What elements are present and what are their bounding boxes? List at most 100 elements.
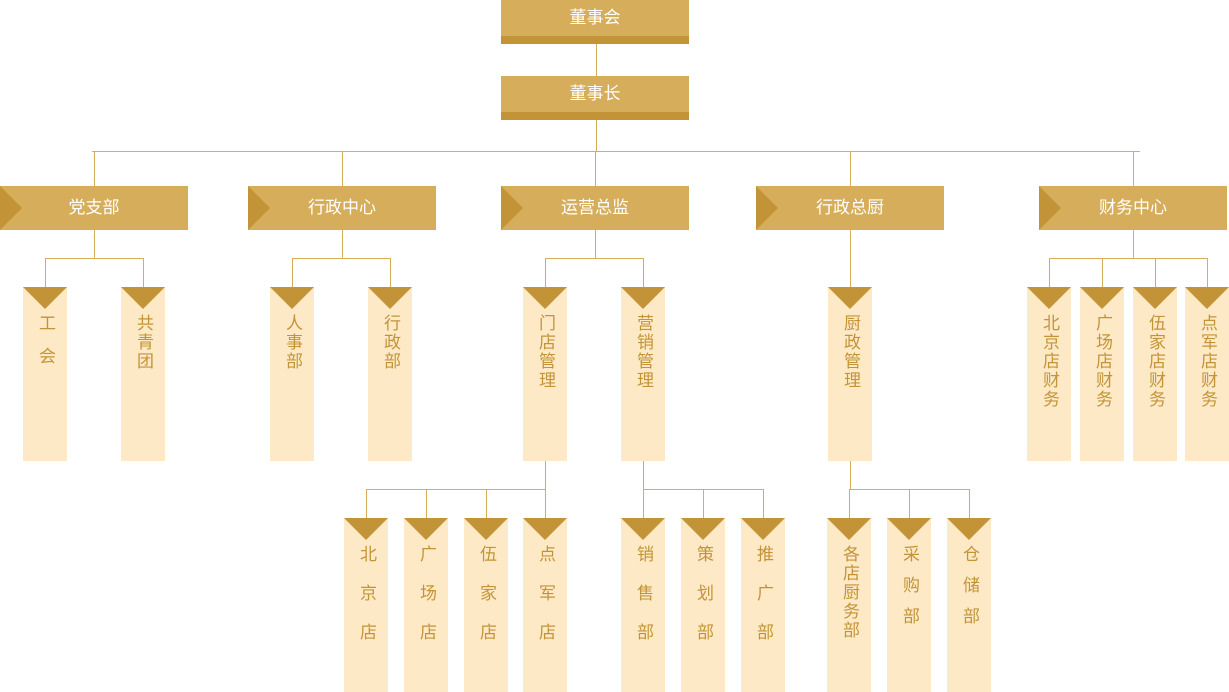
connector-line [45,258,46,287]
connector-line [703,489,704,518]
org-unit-label: 销售部 [633,545,653,662]
org-unit-label: 广场店 [416,545,436,662]
org-unit-node: 点军店财务 [1185,287,1229,461]
department-node: 行政总厨 [756,186,944,230]
org-unit-label: 广场店财务 [1092,314,1112,409]
org-unit-node: 策划部 [681,518,725,692]
connector-line [1155,258,1156,287]
connector-line [390,258,391,287]
org-unit-node: 广场店 [404,518,448,692]
department-node: 运营总监 [501,186,689,230]
triangle-marker-icon [368,287,412,309]
triangle-marker-icon [621,287,665,309]
triangle-marker-icon [344,518,388,540]
chairman-node: 董事长 [501,76,689,120]
org-unit-label: 伍家店财务 [1145,314,1165,409]
connector-line [1133,230,1134,258]
connector-line [366,489,367,518]
org-unit-label: 行政部 [380,314,400,371]
department-label: 党支部 [68,198,120,218]
connector-line [545,461,546,489]
department-node: 行政中心 [248,186,436,230]
connector-line [643,489,644,518]
triangle-marker-icon [1027,287,1071,309]
connector-line [850,461,851,489]
connector-line [143,258,144,287]
connector-line [1133,151,1134,186]
triangle-marker-icon [887,518,931,540]
org-unit-label: 点军店财务 [1197,314,1217,409]
connector-line [595,151,596,186]
department-label: 行政中心 [308,198,376,218]
org-unit-label: 厨政管理 [840,314,860,390]
connector-line [92,151,1140,152]
board-node: 董事会 [501,0,689,44]
department-label: 运营总监 [561,198,629,218]
org-unit-node: 销售部 [621,518,665,692]
connector-line [849,489,850,518]
org-unit-node: 推广部 [741,518,785,692]
org-unit-label: 采购部 [899,545,919,638]
org-unit-node: 营销管理 [621,287,665,461]
connector-line [909,489,910,518]
org-unit-node: 北京店财务 [1027,287,1071,461]
chevron-right-icon [756,186,778,230]
triangle-marker-icon [947,518,991,540]
connector-line [850,258,851,287]
connector-line [545,258,546,287]
connector-line [850,151,851,186]
org-unit-node: 点军店 [523,518,567,692]
connector-line [595,230,596,258]
connector-line [366,489,546,490]
org-unit-node: 采购部 [887,518,931,692]
org-unit-node: 各店厨务部 [827,518,871,692]
org-unit-label: 人事部 [282,314,302,371]
org-unit-label: 点军店 [535,545,555,662]
triangle-marker-icon [621,518,665,540]
triangle-marker-icon [464,518,508,540]
org-unit-label: 策划部 [693,545,713,662]
chevron-right-icon [1039,186,1061,230]
org-unit-label: 共青团 [133,314,153,371]
connector-line [545,258,644,259]
department-node: 党支部 [0,186,188,230]
triangle-marker-icon [523,287,567,309]
connector-line [643,461,644,489]
connector-line [342,230,343,258]
org-unit-node: 广场店财务 [1080,287,1124,461]
org-unit-node: 北京店 [344,518,388,692]
connector-line [342,151,343,186]
org-unit-node: 伍家店财务 [1133,287,1177,461]
connector-line [45,258,144,259]
connector-line [596,44,597,76]
triangle-marker-icon [828,287,872,309]
triangle-marker-icon [1133,287,1177,309]
triangle-marker-icon [1080,287,1124,309]
connector-line [94,230,95,258]
triangle-marker-icon [404,518,448,540]
org-unit-node: 共青团 [121,287,165,461]
connector-line [426,489,427,518]
department-label: 行政总厨 [816,198,884,218]
connector-line [292,258,293,287]
org-unit-node: 门店管理 [523,287,567,461]
connector-line [1207,258,1208,287]
chevron-right-icon [0,186,22,230]
triangle-marker-icon [523,518,567,540]
org-unit-label: 仓储部 [959,545,979,638]
connector-line [1049,258,1050,287]
org-unit-label: 营销管理 [633,314,653,390]
triangle-marker-icon [1185,287,1229,309]
chevron-right-icon [501,186,523,230]
connector-line [545,489,546,518]
org-unit-label: 各店厨务部 [839,545,859,640]
org-unit-node: 厨政管理 [828,287,872,461]
org-unit-label: 北京店 [356,545,376,662]
chevron-right-icon [248,186,270,230]
department-label: 财务中心 [1099,198,1167,218]
org-unit-node: 伍家店 [464,518,508,692]
connector-line [969,489,970,518]
org-unit-node: 工会 [23,287,67,461]
connector-line [1049,258,1208,259]
connector-line [292,258,391,259]
